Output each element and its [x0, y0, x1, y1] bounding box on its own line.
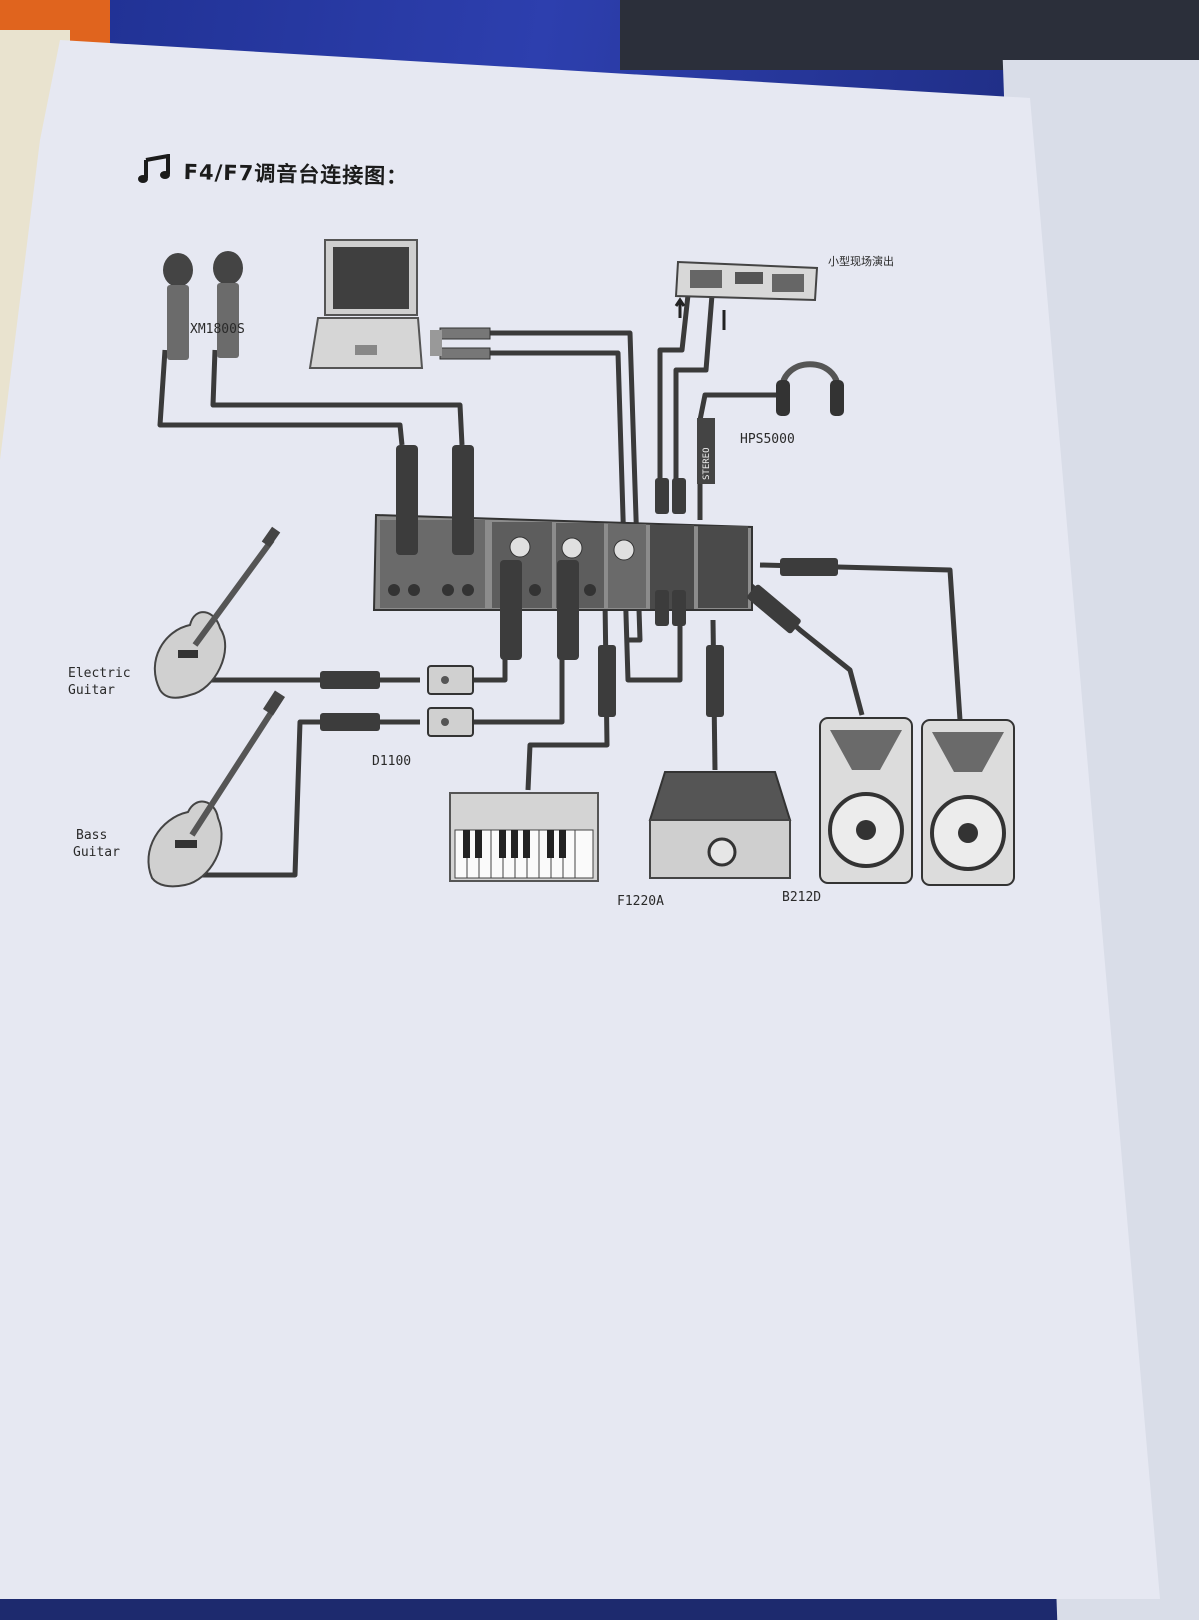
monitor-wedge-icon	[648, 771, 792, 879]
background-dark-area	[620, 0, 1199, 70]
speaker-right-icon	[921, 719, 1015, 886]
label-stereo-plug: STEREO	[702, 447, 712, 480]
bass-guitar-di-cable	[470, 650, 565, 725]
label-stage-performance: 小型现场演出	[828, 255, 894, 268]
label-di-box: D1100	[372, 754, 412, 769]
xlr-plugs	[396, 445, 838, 717]
music-note-icon	[138, 154, 170, 183]
laptop-cable1	[490, 330, 643, 643]
label-bass-guitar-line2: Guitar	[73, 845, 120, 860]
headphones-icon	[776, 361, 844, 416]
keyboard-icon	[449, 792, 599, 882]
recorder-cable2	[673, 294, 715, 480]
label-headphones: HPS5000	[740, 432, 795, 447]
label-electric-guitar-line1: Electric	[68, 666, 131, 681]
recorder-device	[674, 260, 819, 330]
di-box-devices	[427, 665, 474, 737]
label-microphones: XM1800S	[190, 322, 245, 337]
laptop-icon	[308, 239, 424, 369]
label-speakers: B212D	[782, 890, 822, 905]
electric-guitar-di-cable	[470, 650, 508, 683]
speaker-left-icon	[819, 717, 913, 884]
mic2-cable	[210, 349, 465, 446]
recorder-cable1	[657, 294, 691, 480]
speaker-right-cable	[759, 562, 963, 721]
microphone-right	[213, 251, 243, 358]
label-bass-guitar-line1: Bass	[76, 828, 108, 843]
mic1-cable	[157, 349, 405, 446]
jack-plugs	[320, 671, 380, 731]
electric-guitar-icon	[153, 526, 281, 699]
microphone-left	[163, 253, 193, 360]
laptop-cable2	[490, 350, 683, 683]
label-monitor: F1220A	[617, 894, 664, 909]
bass-guitar-icon	[147, 690, 286, 888]
rca-plugs	[430, 327, 491, 360]
label-electric-guitar-line2: Guitar	[68, 683, 115, 698]
bass-guitar-cable	[195, 719, 420, 878]
stereo-plug	[697, 418, 715, 484]
